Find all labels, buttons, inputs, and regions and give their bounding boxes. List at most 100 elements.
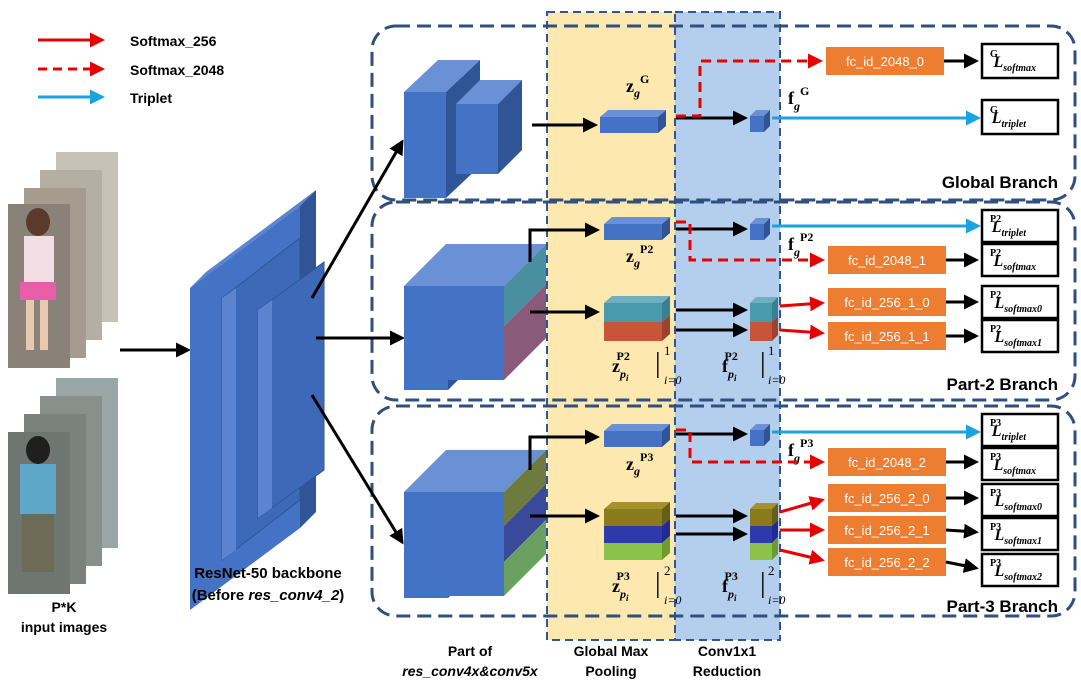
fc-id-2048-2-box [828, 448, 946, 476]
fp-p3-label: fpiP3 [722, 569, 738, 603]
loss-p2-triplet-label: LtripletP2 [990, 214, 1027, 239]
part2-zp-block [604, 296, 670, 341]
fp-p3-sup: 2 [768, 563, 775, 578]
fc-id-256-1-1-label: fc_id_256_1_1 [844, 329, 929, 344]
loss-g-triplet-box [980, 98, 1060, 136]
input-label-line2: input images [21, 619, 108, 635]
global-branch-border [370, 24, 1077, 202]
fg-global-label: fgG [788, 84, 809, 113]
loss-p2-triplet-box [980, 208, 1060, 244]
input-label-line1: P*K [52, 599, 77, 615]
zp-p3-bar: | [655, 568, 661, 599]
fg-p3-label: fgP3 [788, 436, 813, 465]
part3-p2-softmax256-arrow [779, 548, 825, 565]
part-of-label-line1: Part of [448, 643, 493, 659]
conv-label-line1: Conv1x1 [698, 643, 757, 659]
global-softmax2048-arrow [676, 53, 823, 118]
loss-g-softmax-label: LsoftmaxG [990, 49, 1036, 74]
loss-g-softmax-box [980, 42, 1060, 80]
fc-id-2048-0-label: fc_id_2048_0 [846, 54, 924, 69]
loss-p3-softmax2-label: Lsoftmax2P3 [990, 558, 1042, 583]
loss-p2-softmax0-label: Lsoftmax0P2 [990, 290, 1042, 315]
fc-id-256-1-1-box [828, 322, 946, 350]
part3-fp-block [750, 503, 778, 560]
fc-id-2048-2-label: fc_id_2048_2 [848, 455, 926, 470]
part2-branch-label: Part-2 Branch [947, 375, 1058, 394]
part2-p1-softmax256-arrow [779, 324, 825, 340]
fc-id-2048-1-box [828, 246, 946, 274]
legend-softmax2048-label: Softmax_2048 [130, 62, 224, 78]
part3-zp-block [604, 502, 670, 560]
fc-id-2048-1-label: fc_id_2048_1 [848, 253, 926, 268]
zp-p3-sup: 2 [664, 563, 671, 578]
zp-p2-label: zpiP2 [612, 349, 630, 383]
fc-id-2048-0-box [826, 47, 944, 75]
zg-p2-label: zgP2 [626, 242, 653, 270]
loss-p3-triplet-box [980, 412, 1060, 448]
fp-p2-label: fpiP2 [722, 349, 738, 383]
fc-id-256-2-1-box [828, 516, 946, 544]
input-images [8, 152, 118, 594]
fp-p3-bar: | [760, 568, 766, 599]
part3-branch-border [370, 404, 1077, 618]
loss-p3-softmax-label: LsoftmaxP3 [990, 452, 1036, 477]
loss-p2-softmax0-box [980, 284, 1060, 320]
global-branch-label: Global Branch [942, 173, 1058, 192]
loss-p2-softmax1-box [980, 318, 1060, 354]
fc-id-256-2-2-label: fc_id_256_2_2 [844, 555, 929, 570]
loss-p3-softmax0-box [980, 482, 1060, 518]
part3-softmax2048-arrow [676, 428, 825, 470]
zp-p2-sup: 1 [664, 343, 671, 358]
backbone-to-part3-arrow [310, 394, 404, 545]
gmp-label-line2: Pooling [585, 663, 636, 679]
fp-p2-sub: i=0 [768, 373, 785, 387]
loss-p2-softmax-label: LsoftmaxP2 [990, 248, 1036, 273]
global-conv-block [404, 60, 522, 198]
fp-p3-sub: i=0 [768, 593, 785, 607]
zg-p3-label: zgP3 [626, 450, 653, 478]
fc-id-256-2-0-box [828, 484, 946, 512]
part3-branch-label: Part-3 Branch [947, 597, 1058, 616]
part3-fg-block [750, 424, 770, 446]
zp-p2-bar: | [655, 348, 661, 379]
loss-p3-softmax1-box [980, 516, 1060, 552]
fc-id-256-2-1-label: fc_id_256_2_1 [844, 523, 929, 538]
global-zg-block [600, 110, 666, 133]
backbone-block [190, 190, 325, 610]
fc-p3-256-1-to-loss-arrow [945, 523, 979, 539]
fc-id-256-2-2-box [828, 548, 946, 576]
part2-conv-block [404, 244, 546, 390]
part3-to-zg-arrow [528, 429, 600, 470]
fc-id-256-1-0-box [828, 288, 946, 316]
gmp-label-line1: Global Max [574, 643, 649, 659]
part2-branch-border [370, 200, 1077, 402]
fp-p2-sup: 1 [768, 343, 775, 358]
fc-p3-256-2-to-loss-arrow [945, 558, 979, 574]
loss-p3-triplet-label: LtripletP3 [990, 418, 1027, 443]
fg-p2-label: fgP2 [788, 230, 813, 259]
zg-global-label: zgG [626, 72, 649, 100]
loss-g-triplet-label: LtripletG [990, 105, 1027, 130]
fc-id-256-2-0-label: fc_id_256_2_0 [844, 491, 929, 506]
loss-p3-softmax-box [980, 446, 1060, 482]
zp-p3-sub: i=0 [664, 593, 681, 607]
backbone-label-line2: (Before res_conv4_2) [192, 587, 345, 604]
conv-label-line2: Reduction [693, 663, 761, 679]
fc-id-256-1-0-label: fc_id_256_1_0 [844, 295, 929, 310]
loss-p2-softmax-box [980, 242, 1060, 278]
part2-p0-softmax256-arrow [779, 296, 825, 312]
legend-triplet-label: Triplet [130, 90, 172, 106]
part3-conv-block [404, 450, 546, 598]
zp-p2-sub: i=0 [664, 373, 681, 387]
loss-p3-softmax2-box [980, 552, 1060, 588]
part2-fg-block [750, 218, 770, 240]
fp-p2-bar: | [760, 348, 766, 379]
loss-p3-softmax0-label: Lsoftmax0P3 [990, 488, 1042, 513]
backbone-to-global-arrow [310, 139, 404, 299]
part3-p0-softmax256-arrow [779, 496, 825, 514]
backbone-label-line1: ResNet-50 backbone [194, 565, 342, 582]
legend: Softmax_256 Softmax_2048 Triplet [38, 32, 224, 106]
part2-to-zg-arrow [528, 222, 600, 262]
loss-p2-softmax1-label: Lsoftmax1P2 [990, 324, 1042, 349]
